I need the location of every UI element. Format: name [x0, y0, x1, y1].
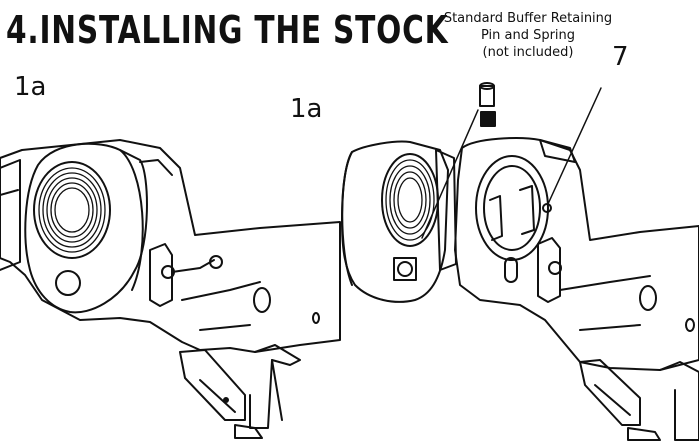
- left-end-plate: [24, 142, 148, 314]
- right-receiver-bore: [475, 155, 549, 261]
- left-threads: [38, 167, 106, 253]
- right-square-cutout: [393, 257, 417, 281]
- callout-1a-left: 1a: [14, 72, 47, 102]
- buffer-pin-note: Standard Buffer Retaining Pin and Spring…: [418, 10, 638, 61]
- left-grip-front: [249, 344, 301, 429]
- left-receiver-assembly: [0, 139, 341, 439]
- left-grip-bracket: [179, 349, 246, 421]
- left-receiver-body: [0, 139, 341, 353]
- left-threaded-bore: [33, 161, 111, 259]
- right-small-hole: [542, 203, 552, 213]
- right-slot: [504, 257, 518, 283]
- right-grip-bracket: [579, 359, 641, 426]
- right-threads: [385, 159, 435, 241]
- callout-7: 7: [612, 42, 629, 72]
- note-line-1: Standard Buffer Retaining: [443, 11, 613, 26]
- left-pin-bracket: [149, 243, 173, 307]
- right-receiver-assembly: [341, 82, 699, 441]
- note-leader-line: [421, 109, 479, 239]
- buffer-spring: [480, 111, 496, 127]
- step-title: 4.INSTALLING THE STOCK: [6, 8, 449, 52]
- callout-7-leader: [547, 87, 602, 205]
- note-line-3: (not included): [482, 45, 574, 60]
- right-pin-bracket: [537, 237, 561, 303]
- note-line-2: Pin and Spring: [480, 28, 576, 43]
- left-detent-hole: [55, 270, 81, 296]
- right-receiver-body: [454, 137, 699, 371]
- buffer-pin: [479, 85, 495, 107]
- callout-1a-right: 1a: [290, 94, 323, 124]
